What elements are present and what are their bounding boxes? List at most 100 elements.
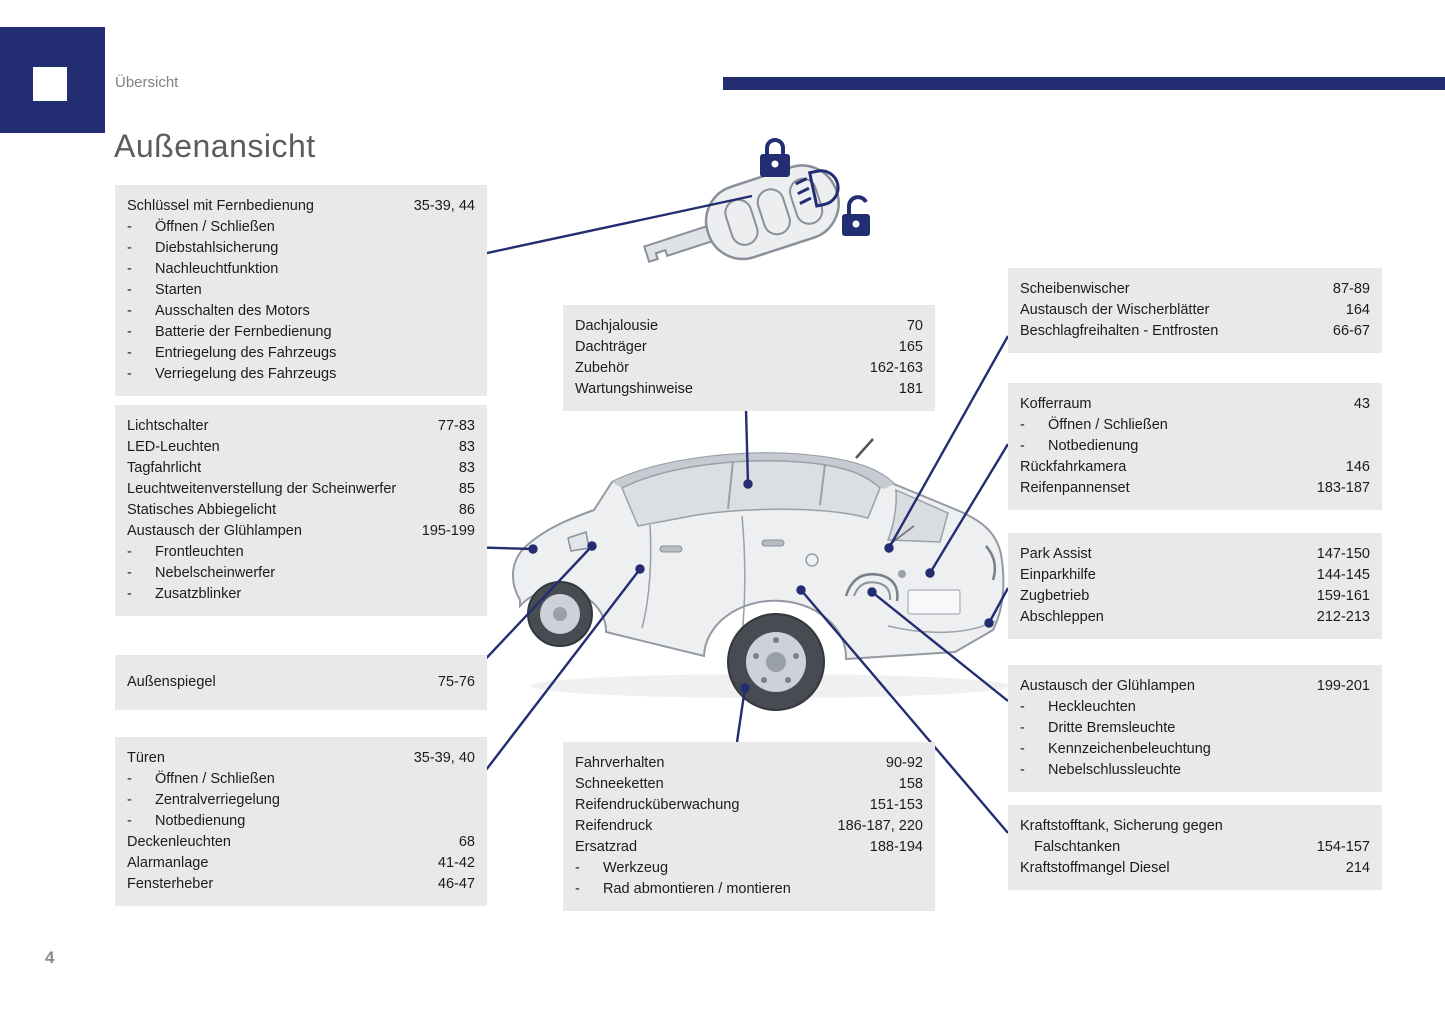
entry-pages: 164 [1345,302,1370,319]
entry-pages: 162-163 [869,360,923,377]
entry-label: Kennzeichenbeleuchtung [1048,741,1211,758]
entry-label: Entriegelung des Fahrzeugs [155,345,337,362]
manual-entry: - Dritte Bremsleuchte [1020,718,1370,739]
entry-label: Heckleuchten [1048,699,1136,716]
entry-pages: 90-92 [885,755,923,771]
section-breadcrumb: Übersicht [115,74,179,91]
low-beam-icon [795,169,840,208]
entry-dash: - [127,345,132,362]
front-door-handle [659,545,683,553]
entry-label: Öffnen / Schließen [155,771,275,788]
entry-pages: 75-76 [437,674,475,690]
entry-label: Scheibenwischer [1020,281,1130,297]
key-button-light [756,188,791,236]
manual-entry: -Notbedienung [127,811,475,832]
box-mirrors: Außenspiegel 75-76 [115,655,487,711]
manual-entry: - Kennzeichenbeleuchtung [1020,739,1370,760]
entry-label: Leuchtweitenverstellung der Scheinwerfer [127,481,397,498]
manual-entry: - Öffnen / Schließen [127,769,475,790]
manual-entry: Schneeketten 158 [575,774,923,795]
key-button-unlock [789,177,824,225]
entry-pages: 35-39, 44 [413,198,475,214]
entry-pages: 154-157 [1316,839,1370,856]
license-plate [907,589,961,615]
page-number: 4 [45,948,55,967]
entry-label: Austausch der Wischerblätter [1020,302,1210,319]
entry-dash: - [127,324,132,341]
entry-label: Diebstahlsicherung [155,240,279,257]
entry-pages: 158 [898,776,923,793]
entry-pages: 77-83 [437,418,475,434]
entry-label: Beschlagfreihalten - Entfrosten [1020,323,1219,340]
manual-entry: -Ausschalten des Motors [127,301,475,322]
manual-entry: -Frontleuchten [127,542,475,563]
entry-label: Frontleuchten [155,544,244,561]
entry-pages: 146 [1345,459,1370,476]
entry-label: Reifendruck [575,818,653,835]
entry-dash: - [1020,720,1025,737]
entry-dash: - [127,240,132,257]
entry-dash: - [127,366,132,383]
manual-entry: -Notbedienung [1020,436,1370,457]
manual-entry: Fahrverhalten 90-92 [575,753,923,774]
manual-entry: -Werkzeug [575,858,923,879]
entry-dash: - [1020,741,1025,758]
entry-pages: 195-199 [421,523,475,540]
entry-label: LED-Leuchten [127,439,220,456]
entry-pages: 86 [458,502,475,519]
manual-entry: -Rad abmontieren / montieren [575,879,923,900]
brand-badge [898,570,906,578]
corner-tab-marker [33,67,67,101]
manual-entry: - Entriegelung des Fahrzeugs [127,343,475,364]
entry-pages: 147-150 [1316,546,1370,562]
entry-label: Kraftstoffmangel Diesel [1020,860,1170,877]
entry-dash: - [127,565,132,582]
rear-wheel [727,613,825,711]
entry-dash: - [127,771,132,788]
lock-closed-icon [760,138,790,177]
entry-label: Kraftstofftank, Sicherung gegen [1020,818,1223,834]
front-door-seam [641,524,652,629]
manual-entry: -Öffnen / Schließen [1020,415,1370,436]
entry-pages: 159-161 [1316,588,1370,605]
corner-tab [0,27,105,133]
manual-entry: - Diebstahlsicherung [127,238,475,259]
entry-label: Deckenleuchten [127,834,231,851]
entry-label: Außenspiegel [127,674,216,690]
entry-label: Dritte Bremsleuchte [1048,720,1176,737]
manual-entry: Leuchtweitenverstellung der Scheinwerfer… [127,479,475,500]
entry-label: Fahrverhalten [575,755,665,771]
entry-pages: 35-39, 40 [413,750,475,766]
entry-pages: 41-42 [437,855,475,872]
entry-label: Schneeketten [575,776,664,793]
entry-label: Werkzeug [603,860,669,877]
entry-label: Tagfahrlicht [127,460,202,477]
entry-pages: 183-187 [1316,480,1370,497]
manual-entry: -Starten [127,280,475,301]
entry-pages: 85 [458,481,475,498]
car-illustration [512,438,1010,711]
entry-dash: - [127,303,132,320]
entry-pages: 151-153 [869,797,923,814]
entry-dash: - [575,881,580,898]
entry-label: Öffnen / Schließen [155,219,275,236]
entry-label: Öffnen / Schließen [1048,417,1168,434]
manual-entry: -Nebelscheinwerfer [127,563,475,584]
rear-door-handle [761,539,785,547]
